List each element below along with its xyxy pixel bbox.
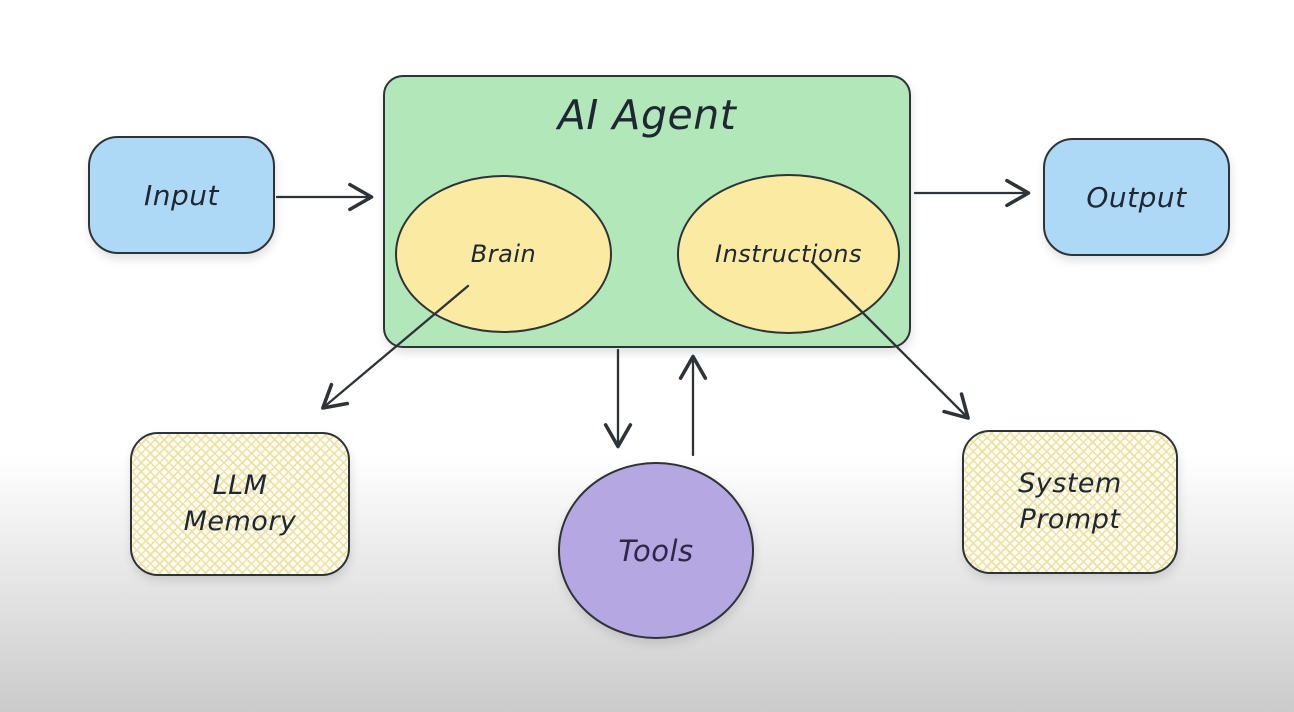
output-label: Output: [1086, 180, 1187, 214]
llm-memory-node: LLM Memory: [130, 432, 350, 576]
instructions-node: Instructions: [677, 174, 900, 334]
system-prompt-label-line1: System: [1018, 468, 1122, 500]
output-node: Output: [1043, 138, 1230, 256]
tools-node: Tools: [558, 462, 754, 639]
brain-node: Brain: [395, 175, 612, 333]
input-node: Input: [88, 136, 275, 254]
system-prompt-node: System Prompt: [962, 430, 1178, 574]
ai-agent-node: AI Agent Brain Instructions: [383, 75, 911, 348]
llm-memory-label-line1: LLM: [212, 470, 268, 502]
input-label: Input: [143, 178, 219, 212]
ai-agent-title: AI Agent: [557, 91, 737, 139]
tools-label: Tools: [618, 533, 694, 568]
system-prompt-label-line2: Prompt: [1019, 504, 1121, 535]
brain-label: Brain: [470, 240, 537, 268]
instructions-label: Instructions: [715, 240, 862, 268]
llm-memory-label-line2: Memory: [183, 506, 297, 537]
